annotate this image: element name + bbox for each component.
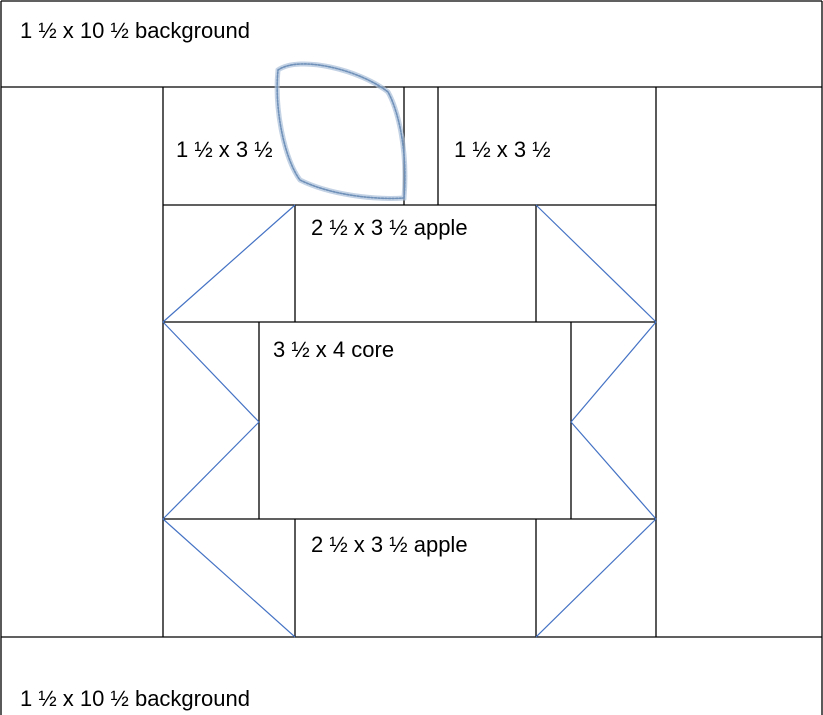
middle-grid xyxy=(162,87,657,637)
apple-top-label: 2 ½ x 3 ½ apple xyxy=(311,215,468,240)
apple-bottom-label: 2 ½ x 3 ½ apple xyxy=(311,532,468,557)
triangle-diagonals xyxy=(162,204,657,638)
stem-left-label: 1 ½ x 3 ½ xyxy=(176,137,273,162)
leaf-icon xyxy=(274,61,408,201)
band-separators xyxy=(1,86,822,638)
core-label: 3 ½ x 4 core xyxy=(273,337,395,362)
stem-right-label: 1 ½ x 3 ½ xyxy=(454,137,551,162)
top-band-label: 1 ½ x 10 ½ background xyxy=(20,18,250,43)
bottom-band-label: 1 ½ x 10 ½ background xyxy=(20,686,250,711)
